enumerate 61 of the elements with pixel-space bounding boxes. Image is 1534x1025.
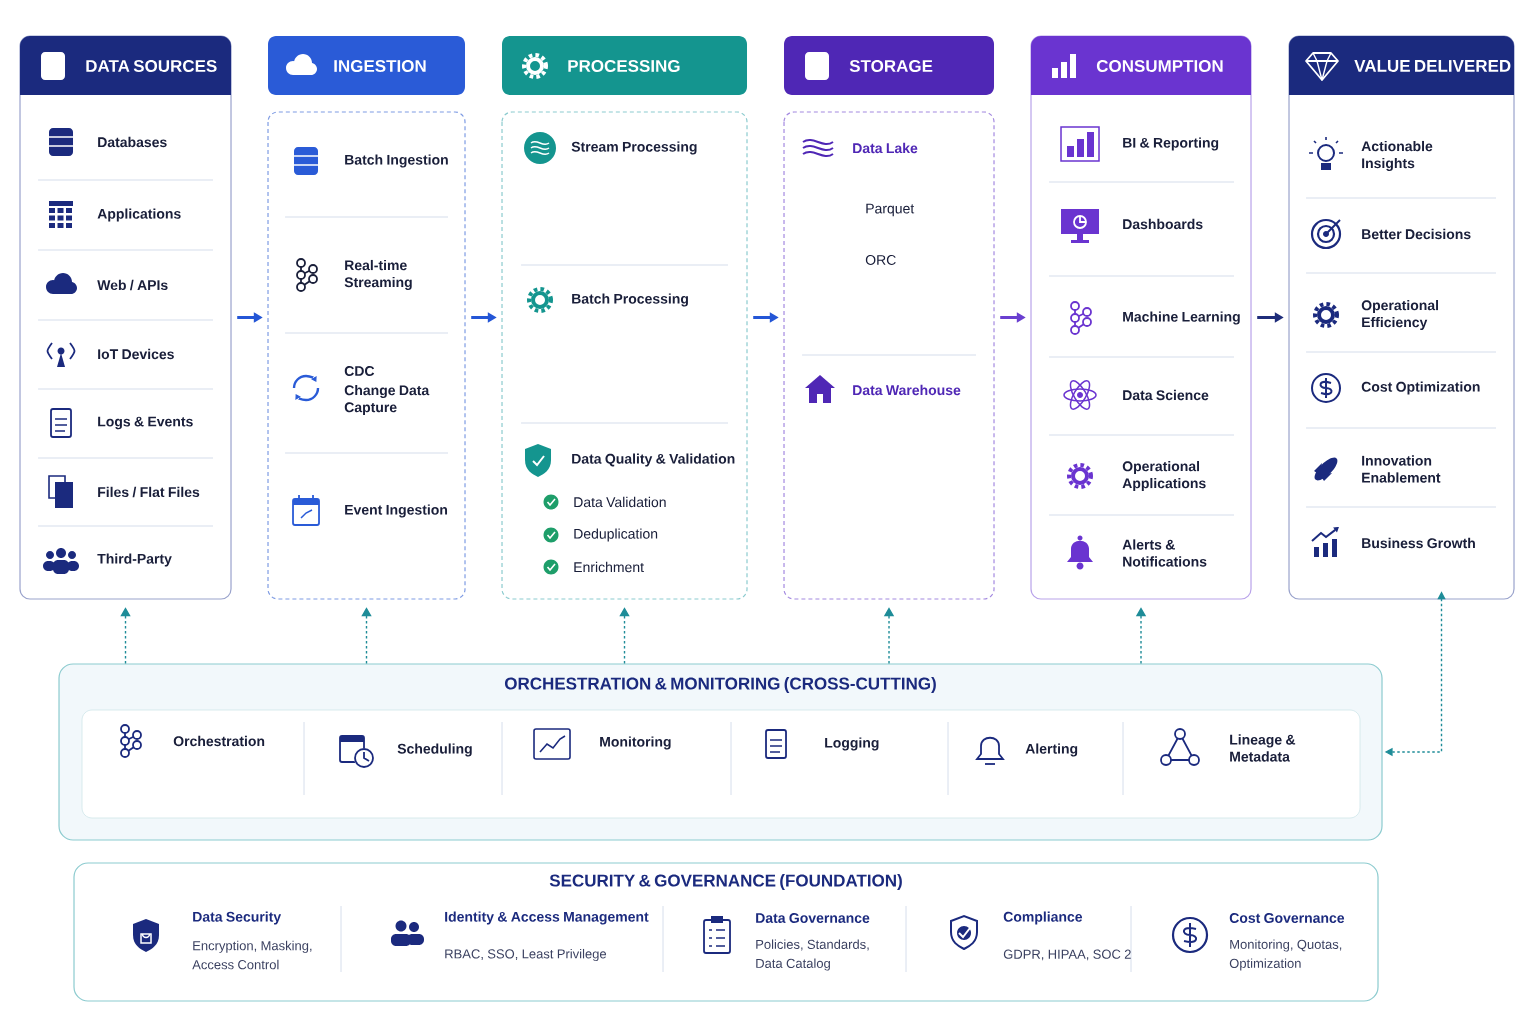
item-detail: Policies, Standards, Data Catalog: [756, 939, 869, 971]
item-label: Compliance: [1003, 911, 1083, 925]
item-label: Machine Learning: [1123, 311, 1240, 325]
item-label: CDC: [344, 366, 375, 376]
column-header: CONSUMPTION: [1031, 36, 1251, 95]
item-label: Data Science: [1123, 389, 1209, 401]
item-label: Enrichment: [574, 561, 644, 573]
item-label: Alerting: [1025, 743, 1078, 757]
item-label: Scheduling: [397, 743, 472, 757]
item-label: Batch Processing: [572, 293, 688, 307]
item-label: Data Security: [193, 911, 282, 925]
item-label: Cost Optimization: [1361, 381, 1480, 395]
arrow: [361, 607, 372, 665]
item-label: Operational Applications: [1122, 460, 1206, 491]
column-header: DATA SOURCES: [20, 36, 231, 95]
item-label: Web / APIs: [97, 279, 168, 291]
item-label: Monitoring: [600, 736, 671, 750]
item-label: Databases: [98, 136, 167, 148]
item-label: Operational Efficiency: [1361, 299, 1438, 330]
item-label: Data Quality & Validation: [572, 453, 735, 467]
item-label: Data Warehouse: [853, 384, 961, 396]
item-label: IoT Devices: [98, 348, 174, 360]
item-label: ORC: [865, 255, 896, 265]
item-detail: Monitoring, Quotas, Optimization: [1229, 939, 1342, 971]
item-label: Innovation Enablement: [1362, 455, 1441, 483]
column-header: PROCESSING: [502, 36, 747, 95]
item-label: Batch Ingestion: [345, 154, 448, 168]
item-label: Lineage & Metadata: [1230, 734, 1296, 762]
item-label: Better Decisions: [1362, 228, 1471, 240]
item-label: Dashboards: [1123, 218, 1203, 230]
item-detail: Encryption, Masking, Access Control: [192, 940, 312, 970]
item-label: Deduplication: [574, 528, 658, 542]
item-label: Parquet: [866, 203, 915, 217]
item-label: Data Governance: [756, 913, 870, 923]
item-label: Alerts & Notifications: [1122, 539, 1207, 567]
item-label: Third-Party: [97, 553, 172, 567]
item-label: Logging: [825, 737, 879, 751]
item-label: Actionable Insights: [1361, 140, 1433, 172]
band-title: ORCHESTRATION & MONITORING (CROSS-CUTTING): [504, 677, 936, 693]
item-label: Data Validation: [574, 496, 666, 508]
item-label: Data Lake: [853, 142, 918, 154]
item-label: BI & Reporting: [1123, 137, 1219, 151]
item-label: Event Ingestion: [345, 504, 447, 518]
item-label: Identity & Access Management: [445, 911, 649, 925]
item-detail: RBAC, SSO, Least Privilege: [445, 948, 607, 962]
item-detail: GDPR, HIPAA, SOC 2: [1003, 949, 1131, 961]
column-header: INGESTION: [268, 36, 465, 95]
item-label: Applications: [97, 208, 181, 222]
item-label: Real-time Streaming: [344, 259, 412, 291]
column-header: VALUE DELIVERED: [1289, 36, 1514, 95]
item-label: Business Growth: [1362, 537, 1475, 549]
arrow: [619, 607, 630, 665]
item-label: Orchestration: [173, 735, 265, 747]
item-label: Cost Governance: [1229, 913, 1345, 923]
arrow: [120, 607, 131, 665]
band-title: SECURITY & GOVERNANCE (FOUNDATION): [549, 874, 902, 890]
item-label: Logs & Events: [98, 416, 193, 430]
item-label: Files / Flat Files: [98, 486, 200, 498]
item-label: Change Data Capture: [344, 384, 430, 415]
item-label: Stream Processing: [571, 141, 697, 155]
column-header: STORAGE: [784, 36, 994, 95]
